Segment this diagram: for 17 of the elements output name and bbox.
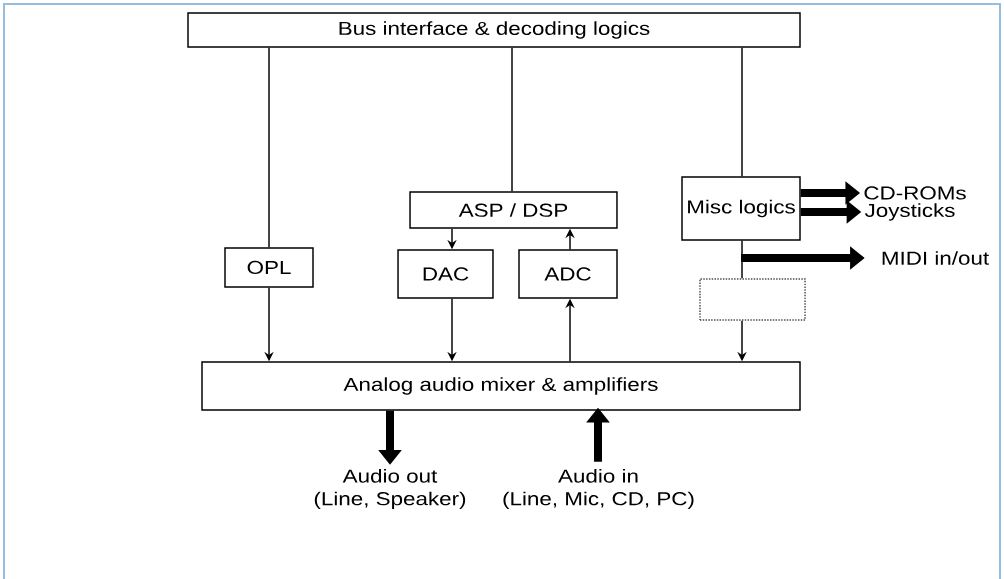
block-box: OPL bbox=[224, 247, 314, 288]
block-box: Analog audio mixer & amplifiers bbox=[201, 361, 801, 411]
port-label: MIDI in/out bbox=[882, 251, 989, 265]
block-box: ADC bbox=[518, 249, 618, 299]
optional-module-box bbox=[699, 278, 806, 321]
block-box: Bus interface & decoding logics bbox=[187, 12, 801, 48]
connector-line bbox=[268, 47, 270, 249]
connector-line bbox=[511, 47, 513, 192]
block-box: ASP / DSP bbox=[409, 191, 618, 229]
port-label: Joysticks bbox=[864, 203, 955, 221]
connector-line bbox=[741, 47, 743, 178]
port-label: Audio in (Line, Mic, CD, PC) bbox=[503, 468, 694, 510]
connector-line bbox=[741, 239, 743, 279]
port-label: Audio out (Line, Speaker) bbox=[314, 468, 466, 510]
block-box: DAC bbox=[397, 249, 494, 299]
port-label: CD-ROMs bbox=[864, 186, 966, 200]
block-box: Misc logics bbox=[681, 176, 801, 241]
